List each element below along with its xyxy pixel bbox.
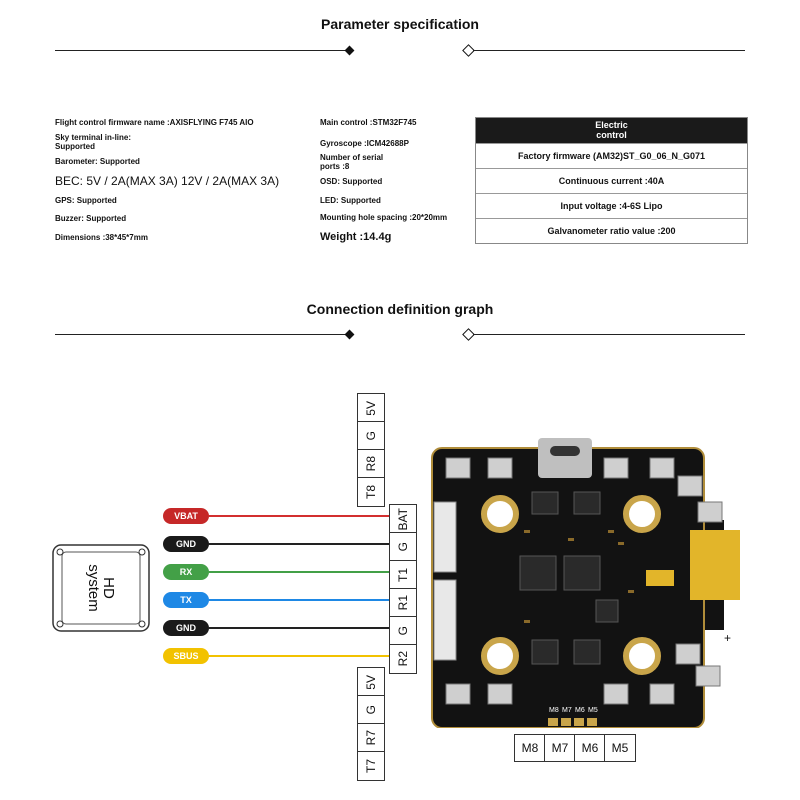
pin-label-r2: R2 (389, 644, 417, 674)
pin-label-bat: BAT (389, 504, 417, 534)
board-silk-m6: M6 (575, 707, 585, 714)
divider2-line-left (55, 334, 345, 335)
top-pin-5v-text: 5V (364, 400, 378, 416)
top-pin-5v: 5V (357, 393, 385, 423)
bottom-pin-t7: T7 (357, 751, 385, 781)
wire-pill-1: GND (163, 536, 209, 552)
flight-controller-board: M8 M7 M6 M5 + (428, 430, 750, 729)
motor-pin-m5: M5 (604, 734, 636, 762)
bottom-pin-5v-text: 5V (364, 674, 378, 690)
pin-label-r2-text: R2 (396, 651, 410, 667)
pin-label-g2: G (389, 616, 417, 646)
ec-row-firmware: Factory firmware (AM32)ST_G0_06_N_G071 (476, 143, 747, 168)
spec-firmware-name: Flight control firmware name :AXISFLYING… (55, 118, 254, 127)
spec-osd: OSD: Supported (320, 177, 383, 186)
pin-label-bat-text: BAT (396, 507, 410, 531)
pin-label-t1-text: T1 (396, 567, 410, 582)
spec-barometer: Barometer: Supported (55, 157, 140, 166)
wire-pill-2: RX (163, 564, 209, 580)
bottom-pin-r7: R7 (357, 723, 385, 753)
hd-system-label: HD system (84, 564, 117, 612)
spec-gps: GPS: Supported (55, 196, 117, 205)
spec-mounting-hole: Mounting hole spacing :20*20mm (320, 213, 448, 222)
spec-serial-ports: Number of serial ports :8 (320, 153, 384, 171)
wire-pill-5: SBUS (163, 648, 209, 664)
divider-line-left (55, 50, 345, 51)
top-pin-g: G (357, 421, 385, 451)
motor-pin-m8: M8 (514, 734, 546, 762)
spec-weight: Weight :14.4g (320, 231, 392, 243)
svg-text:+: + (724, 631, 731, 645)
electric-control-table: Electric control Factory firmware (AM32)… (475, 117, 748, 244)
wire-line-4 (209, 627, 389, 629)
divider2-line-right (473, 334, 745, 335)
wire-line-1 (209, 543, 389, 545)
motor-pin-m6: M6 (574, 734, 606, 762)
top-pin-t8: T8 (357, 477, 385, 507)
board-silk-m8: M8 (549, 707, 559, 714)
wire-line-5 (209, 655, 389, 657)
pin-label-g1: G (389, 532, 417, 562)
wire-line-0 (209, 515, 389, 517)
top-pin-g-text: G (364, 431, 378, 441)
divider-diamond-filled (344, 45, 355, 56)
bottom-pin-g-text: G (364, 705, 378, 715)
bottom-pin-5v: 5V (357, 667, 385, 697)
bottom-pin-r7-text: R7 (364, 730, 378, 746)
wire-pill-3: TX (163, 592, 209, 608)
board-silk-m5: M5 (588, 707, 598, 714)
divider2-diamond-filled (344, 329, 355, 340)
spec-buzzer: Buzzer: Supported (55, 214, 127, 223)
top-pin-r8: R8 (357, 449, 385, 479)
spec-bec: BEC: 5V / 2A(MAX 3A) 12V / 2A(MAX 3A) (55, 174, 280, 188)
pin-label-g1-text: G (396, 542, 410, 552)
spec-sky-terminal: Sky terminal in-line: Supported (55, 133, 132, 151)
spec-dimensions: Dimensions :38*45*7mm (55, 233, 148, 242)
spec-led: LED: Supported (320, 196, 381, 205)
connection-graph-title: Connection definition graph (306, 301, 494, 317)
hd-system-module: HD system (50, 542, 152, 634)
bottom-pin-g: G (357, 695, 385, 725)
spec-gyroscope: Gyroscope :ICM42688P (320, 139, 409, 148)
pin-label-r1-text: R1 (396, 595, 410, 611)
pin-label-r1: R1 (389, 588, 417, 618)
ec-row-galvanometer: Galvanometer ratio value :200 (476, 218, 747, 243)
wire-line-3 (209, 599, 389, 601)
top-pin-t8-text: T8 (364, 484, 378, 499)
wire-pill-4: GND (163, 620, 209, 636)
hd-system-outline-icon (52, 544, 150, 632)
divider-line-right (473, 50, 745, 51)
wire-pill-0: VBAT (163, 508, 209, 524)
spec-main-control: Main control :STM32F745 (320, 118, 417, 127)
board-silk-m7: M7 (562, 707, 572, 714)
ec-row-current: Continuous current :40A (476, 168, 747, 193)
pcb-board-icon: M8 M7 M6 M5 + (431, 438, 740, 729)
pin-label-g2-text: G (396, 626, 410, 636)
parameter-spec-title: Parameter specification (321, 16, 479, 32)
electric-control-header: Electric control (476, 118, 747, 143)
bottom-pin-t7-text: T7 (364, 758, 378, 773)
ec-row-voltage: Input voltage :4-6S Lipo (476, 193, 747, 218)
wire-line-2 (209, 571, 389, 573)
pin-label-t1: T1 (389, 560, 417, 590)
top-pin-r8-text: R8 (364, 456, 378, 472)
motor-pin-m7: M7 (544, 734, 576, 762)
